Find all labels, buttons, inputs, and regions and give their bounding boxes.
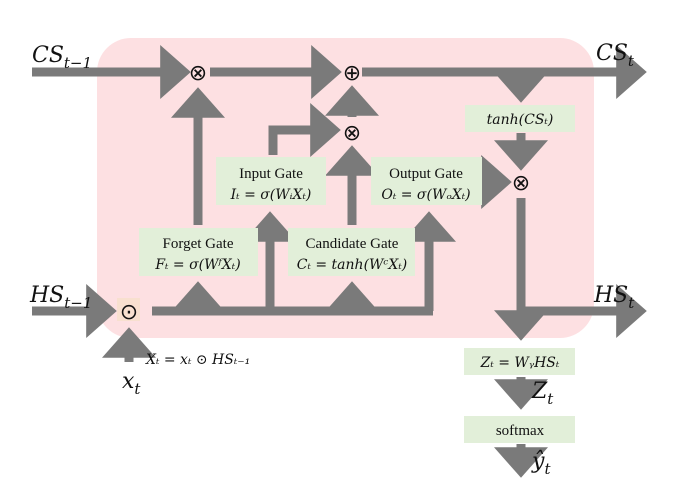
- hs-prev-label: HSt−1: [29, 283, 92, 312]
- output-gate-box: Output Gate Oₜ = σ(WₒXₜ): [371, 157, 482, 205]
- forget-gate-formula: Fₜ = σ(WᶠXₜ): [154, 257, 240, 273]
- output-multiply-node: ⊗: [512, 171, 530, 196]
- input-gate-title: Input Gate: [239, 166, 303, 182]
- input-to-mult-arrow: [268, 103, 341, 157]
- tanh-box: tanh(CSₜ): [465, 105, 575, 132]
- y-hat-label: ŷt: [531, 449, 551, 478]
- softmax-box: softmax: [464, 416, 575, 443]
- candidate-gate-formula: Cₜ = tanh(WᶜXₜ): [297, 257, 407, 273]
- hadamard-node: ⊙: [120, 300, 138, 325]
- output-gate-formula: Oₜ = σ(WₒXₜ): [381, 187, 470, 203]
- candidate-gate-title: Candidate Gate: [306, 236, 399, 252]
- input-multiply-node: ⊗: [343, 121, 361, 146]
- cs-out-label: CSt: [596, 41, 635, 70]
- output-gate-title: Output Gate: [389, 166, 463, 182]
- input-gate-formula: Iₜ = σ(WᵢXₜ): [230, 187, 312, 203]
- cs-prev-label: CSt−1: [32, 43, 92, 72]
- hadamard-node-highlight: [117, 298, 140, 321]
- forget-gate-box: Forget Gate Fₜ = σ(WᶠXₜ): [139, 228, 258, 276]
- input-gate-box: Input Gate Iₜ = σ(WᵢXₜ): [216, 157, 326, 205]
- forget-multiply-node: ⊗: [189, 61, 207, 86]
- z-formula: Zₜ = WᵧHSₜ: [480, 355, 560, 371]
- z-box: Zₜ = WᵧHSₜ: [464, 348, 575, 375]
- x-equation-label: Xₜ = xₜ ⊙ HSₜ₋₁: [145, 352, 250, 368]
- z-output-label: Zt: [531, 379, 554, 408]
- forget-gate-title: Forget Gate: [163, 236, 234, 252]
- x-input-label: xt: [122, 369, 141, 398]
- add-node: ⊕: [343, 61, 361, 86]
- candidate-gate-box: Candidate Gate Cₜ = tanh(WᶜXₜ): [288, 228, 415, 276]
- softmax-label: softmax: [496, 423, 545, 439]
- hs-out-label: HSt: [593, 283, 635, 312]
- tanh-formula: tanh(CSₜ): [487, 112, 554, 128]
